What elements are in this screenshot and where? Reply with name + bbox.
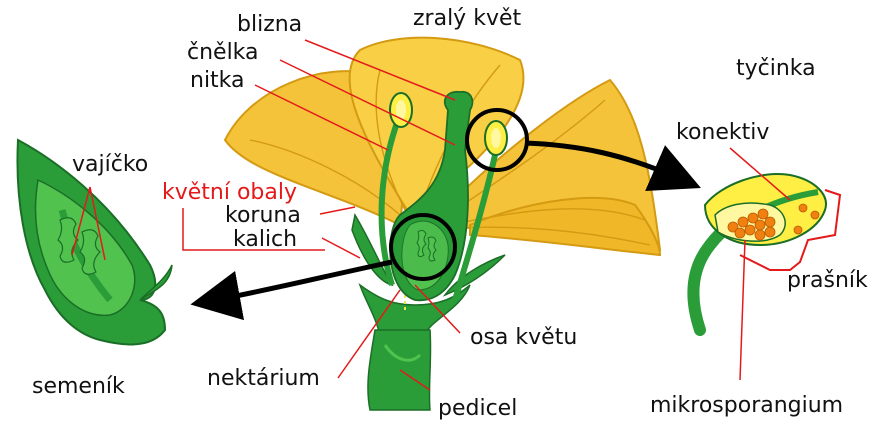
label-cnelka: čnělka: [187, 42, 259, 64]
diagram-title: zralý květ: [413, 8, 521, 30]
label-kvetni-obaly: květní obaly: [162, 182, 297, 204]
label-kalich: kalich: [233, 229, 297, 251]
label-tycinka: tyčinka: [736, 58, 816, 80]
label-semenik: semeník: [32, 376, 125, 398]
label-mikrosporangium: mikrosporangium: [650, 395, 843, 417]
label-pedicel: pedicel: [438, 398, 517, 420]
label-nektarium: nektárium: [207, 368, 320, 390]
stamen-detail: [693, 174, 840, 330]
label-konektiv: konektiv: [676, 122, 769, 144]
pedicel-stalk: [368, 330, 431, 410]
label-nitka: nitka: [190, 70, 245, 92]
label-koruna: koruna: [225, 205, 301, 227]
label-osa-kvetu: osa květu: [470, 327, 577, 349]
label-prasnik: prašník: [787, 270, 868, 292]
label-blizna: blizna: [237, 14, 302, 36]
label-vajicko: vajíčko: [72, 154, 148, 176]
